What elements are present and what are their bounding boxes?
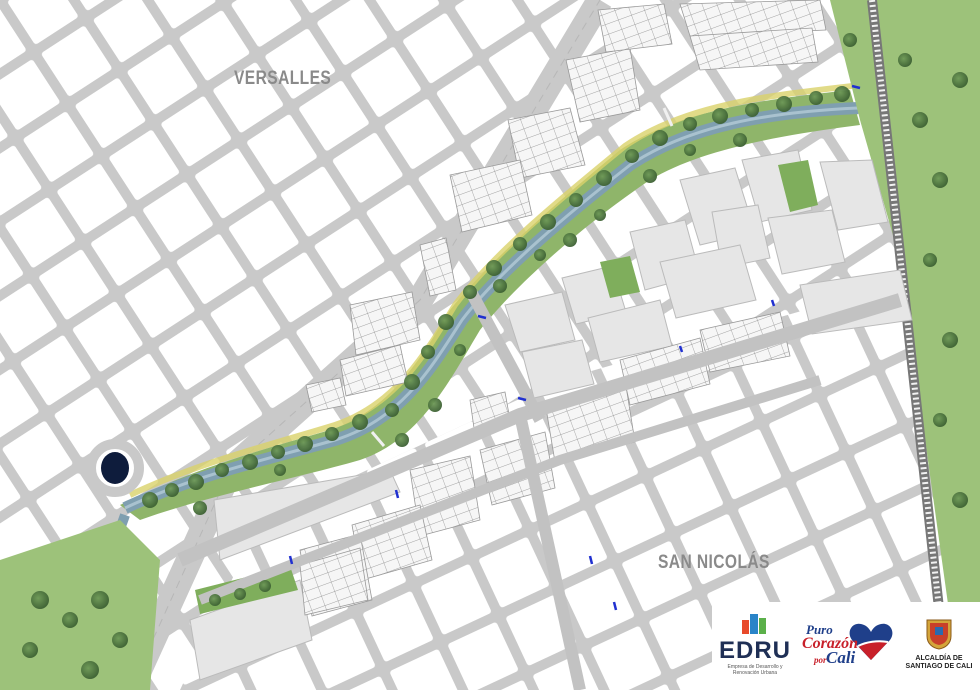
edru-description: Empresa de Desarrollo y Renovación Urban…: [727, 664, 783, 676]
river-park-corridor: [120, 90, 860, 520]
edru-buildings-icon: [742, 614, 766, 634]
roundabout-pond: [101, 452, 129, 484]
alcaldia-line2: SANTIAGO DE CALI: [905, 663, 973, 670]
secondary-roads: [177, 287, 903, 690]
edru-logo: EDRU Empresa de Desarrollo y Renovación …: [718, 612, 792, 676]
footbridges: [370, 107, 674, 447]
alcaldia-line1: ALCALDÍA DE: [915, 655, 963, 662]
heart-icon: [849, 623, 893, 660]
label-versalles: VERSALLES: [234, 68, 332, 89]
puro-corazon-logo: Puro Corazón por Cali: [802, 616, 894, 680]
pedestrian-crossings: [288, 84, 861, 611]
puro-line1: Puro: [806, 622, 833, 637]
alcaldia-logo: ALCALDÍA DE SANTIAGO DE CALI: [898, 618, 980, 671]
puro-line3: por: [814, 655, 827, 665]
green-plazas: [195, 160, 818, 614]
edru-name: EDRU: [718, 637, 791, 664]
puro-line2: Corazón: [802, 635, 859, 652]
trees: [22, 33, 968, 679]
puro-line4: Cali: [826, 648, 856, 667]
label-san-nicolas: SAN NICOLÁS: [658, 552, 770, 573]
new-development-blocks: [189, 149, 913, 681]
city-shield-icon: [926, 619, 952, 650]
south-street-grid: [180, 260, 980, 690]
logo-panel: EDRU Empresa de Desarrollo y Renovación …: [712, 602, 980, 690]
